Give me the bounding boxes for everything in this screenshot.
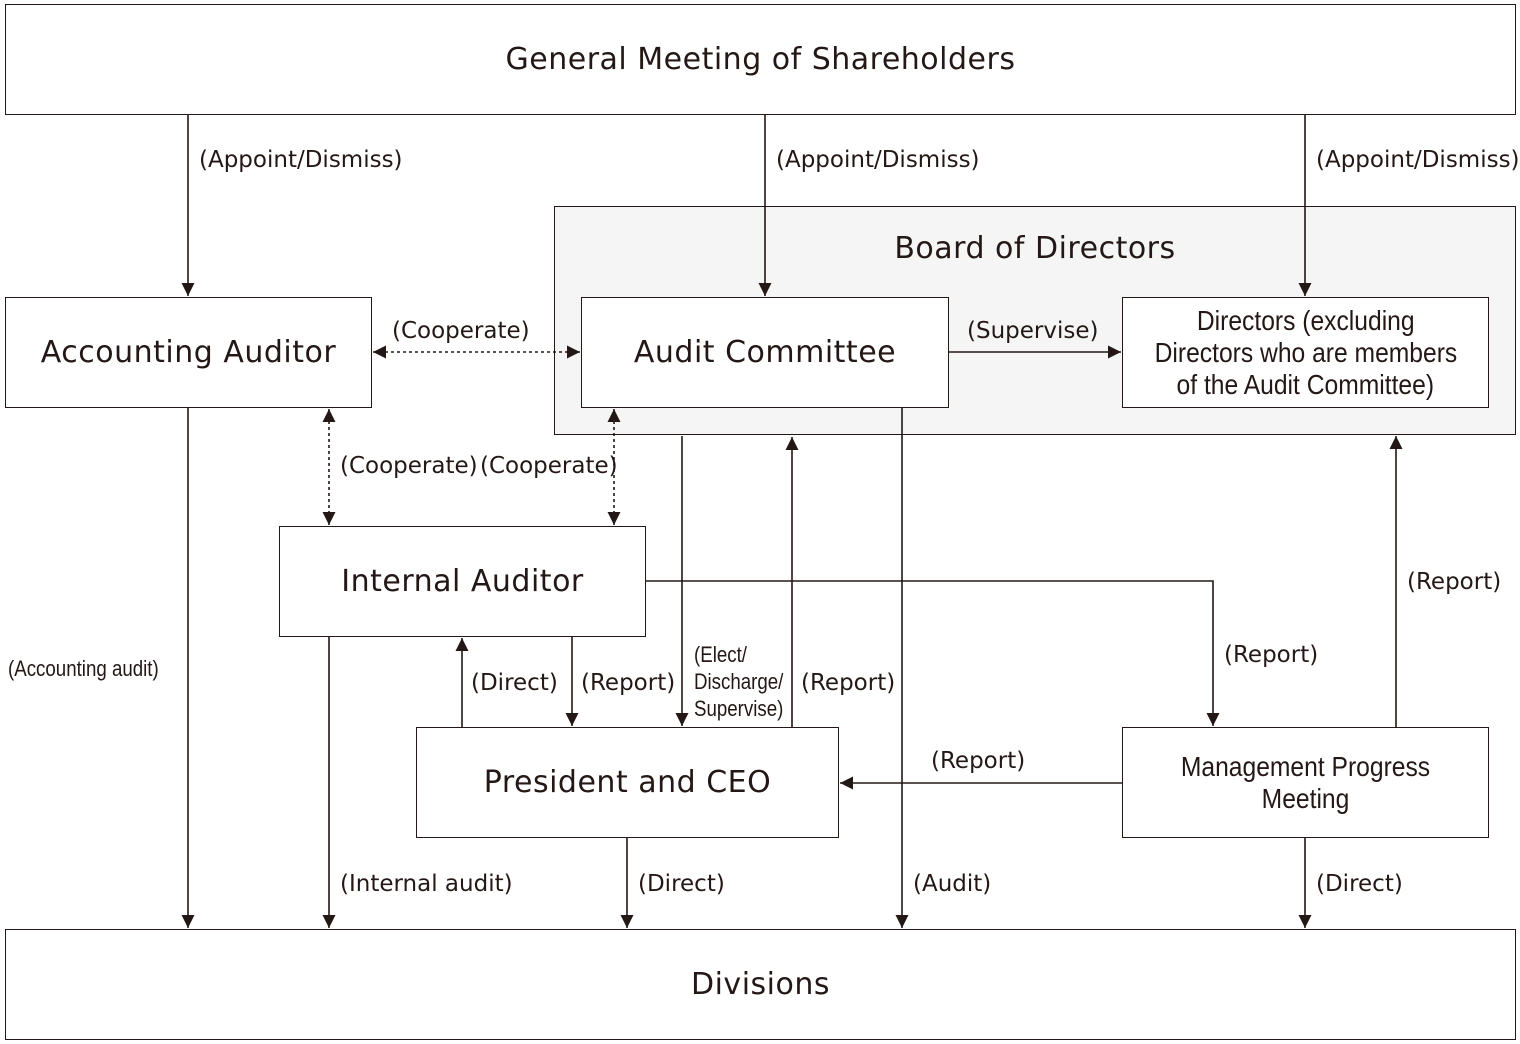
internal-auditor-box: Internal Auditor <box>279 526 646 637</box>
label-cooperate-top: (Cooperate) <box>392 318 530 344</box>
internal-auditor-label: Internal Auditor <box>341 564 584 599</box>
directors-label-line-3: of the Audit Committee) <box>1176 368 1435 400</box>
label-cooperate-right: (Cooperate) <box>480 453 618 479</box>
president-ceo-box: President and CEO <box>416 727 839 838</box>
label-direct-ceo-to-divisions: (Direct) <box>638 871 725 897</box>
label-report-ceo-to-committee: (Report) <box>801 670 896 696</box>
label-accounting-audit: (Accounting audit) <box>8 656 185 682</box>
audit-committee-box: Audit Committee <box>581 297 949 408</box>
board-label: Board of Directors <box>894 231 1176 266</box>
label-appoint-left: (Appoint/Dismiss) <box>199 147 403 173</box>
arrow-internal-report-to-meeting <box>646 580 1220 726</box>
divisions-label: Divisions <box>691 967 830 1002</box>
directors-label-line-1: Directors (excluding <box>1196 304 1415 336</box>
label-report-internal-to-meeting: (Report) <box>1224 642 1319 668</box>
label-accounting-audit-text: (Accounting audit) <box>8 656 159 681</box>
label-direct-ceo-to-internal: (Direct) <box>471 670 558 696</box>
label-direct-meeting-to-divisions: (Direct) <box>1316 871 1403 897</box>
directors-box: Directors (excluding Directors who are m… <box>1122 297 1489 408</box>
label-supervise: (Supervise) <box>967 318 1099 344</box>
label-elect-line-1: (Elect/ <box>694 642 748 667</box>
label-appoint-center: (Appoint/Dismiss) <box>776 147 980 173</box>
shareholders-label: General Meeting of Shareholders <box>505 42 1016 77</box>
accounting-auditor-box: Accounting Auditor <box>5 297 372 408</box>
label-elect-line-2: Discharge/ <box>694 669 784 694</box>
label-internal-audit: (Internal audit) <box>340 871 513 897</box>
shareholders-box: General Meeting of Shareholders <box>5 4 1516 115</box>
label-report-internal-to-ceo: (Report) <box>581 670 676 696</box>
label-audit: (Audit) <box>913 871 992 897</box>
divisions-box: Divisions <box>5 929 1516 1040</box>
accounting-auditor-label: Accounting Auditor <box>40 335 337 370</box>
label-report-meeting-to-board: (Report) <box>1407 569 1502 595</box>
label-report-meeting-to-ceo: (Report) <box>931 748 1026 774</box>
audit-committee-label: Audit Committee <box>633 335 897 370</box>
label-elect-line-3: Supervise) <box>694 696 784 721</box>
label-appoint-right: (Appoint/Dismiss) <box>1316 147 1520 173</box>
management-meeting-label: Management Progress Meeting <box>1180 750 1431 814</box>
president-ceo-label: President and CEO <box>483 765 772 800</box>
management-meeting-box: Management Progress Meeting <box>1122 727 1489 838</box>
label-elect-discharge-supervise: (Elect/ Discharge/ Supervise) <box>694 641 794 722</box>
directors-label-line-2: Directors who are members <box>1154 336 1457 368</box>
label-cooperate-left: (Cooperate) <box>340 453 478 479</box>
